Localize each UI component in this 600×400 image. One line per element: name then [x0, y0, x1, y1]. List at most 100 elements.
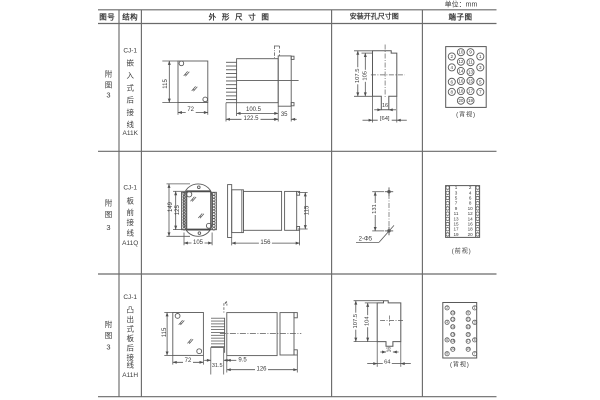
- svg-text:12: 12: [458, 59, 464, 64]
- svg-text:8: 8: [451, 89, 454, 94]
- svg-text:100.5: 100.5: [246, 107, 262, 113]
- svg-text:凸: 凸: [126, 306, 134, 315]
- svg-text:2-Φ5: 2-Φ5: [359, 236, 373, 242]
- svg-text:线: 线: [126, 360, 134, 370]
- svg-text:31.5: 31.5: [212, 363, 223, 369]
- svg-text:10: 10: [468, 206, 474, 211]
- svg-text:3: 3: [474, 320, 476, 324]
- svg-text:板: 板: [126, 333, 134, 343]
- svg-text:附: 附: [105, 70, 113, 79]
- svg-text:线: 线: [126, 227, 134, 237]
- svg-text:15: 15: [466, 333, 470, 337]
- svg-text:A11K: A11K: [122, 130, 138, 137]
- svg-text:端子图: 端子图: [449, 12, 473, 22]
- svg-text:125: 125: [175, 205, 181, 216]
- svg-text:35: 35: [281, 112, 288, 118]
- svg-text:附: 附: [105, 320, 113, 329]
- svg-text:线: 线: [126, 119, 134, 129]
- svg-text:前: 前: [126, 207, 134, 217]
- svg-text:A11Q: A11Q: [122, 240, 138, 247]
- svg-text:附: 附: [105, 199, 113, 208]
- svg-text:A11H: A11H: [122, 372, 138, 379]
- svg-text:(背视): (背视): [450, 360, 470, 368]
- svg-text:13: 13: [468, 70, 474, 75]
- svg-text:2: 2: [469, 185, 472, 190]
- svg-text:6: 6: [469, 196, 472, 201]
- svg-text:13: 13: [453, 216, 459, 221]
- svg-text:1: 1: [455, 185, 458, 190]
- svg-text:13: 13: [466, 325, 470, 329]
- svg-text:16: 16: [387, 347, 393, 353]
- svg-text:10: 10: [451, 311, 455, 315]
- svg-text:18: 18: [468, 227, 474, 232]
- svg-text:131: 131: [372, 204, 378, 214]
- svg-text:19: 19: [453, 232, 459, 237]
- svg-text:结构: 结构: [122, 12, 138, 22]
- svg-text:7: 7: [479, 89, 482, 94]
- svg-text:105: 105: [362, 71, 368, 81]
- svg-text:14: 14: [458, 69, 464, 74]
- svg-text:12: 12: [468, 211, 474, 216]
- svg-text:18: 18: [451, 339, 455, 343]
- svg-text:6: 6: [451, 79, 454, 84]
- svg-text:5: 5: [455, 196, 458, 201]
- svg-text:单位：mm: 单位：mm: [445, 0, 478, 8]
- svg-text:3: 3: [106, 223, 110, 232]
- svg-text:嵌: 嵌: [126, 59, 134, 68]
- svg-text:16: 16: [382, 103, 388, 109]
- svg-text:[64]: [64]: [380, 116, 390, 122]
- svg-text:CJ-1: CJ-1: [123, 48, 137, 55]
- svg-text:安装开孔尺寸图: 安装开孔尺寸图: [350, 12, 399, 21]
- svg-text:14: 14: [451, 325, 455, 329]
- svg-text:6: 6: [446, 338, 448, 342]
- svg-text:1: 1: [474, 306, 476, 310]
- svg-text:8: 8: [446, 352, 448, 356]
- svg-text:图号: 图号: [99, 13, 115, 22]
- svg-text:115: 115: [304, 205, 310, 215]
- svg-text:接: 接: [126, 107, 134, 117]
- svg-text:122.5: 122.5: [243, 116, 259, 122]
- svg-text:(前视): (前视): [452, 247, 472, 255]
- svg-text:入: 入: [126, 71, 134, 80]
- svg-text:11: 11: [468, 60, 473, 65]
- svg-text:1: 1: [479, 54, 482, 59]
- svg-text:104: 104: [365, 316, 371, 326]
- svg-text:15: 15: [468, 78, 474, 83]
- svg-text:式: 式: [126, 83, 134, 93]
- svg-text:105: 105: [193, 240, 204, 246]
- svg-text:7: 7: [455, 201, 458, 206]
- svg-text:15: 15: [453, 222, 459, 227]
- svg-text:3: 3: [106, 91, 110, 100]
- svg-text:外 形 尺 寸 图: 外 形 尺 寸 图: [209, 12, 271, 22]
- svg-text:20: 20: [458, 98, 464, 103]
- svg-text:12: 12: [451, 317, 455, 321]
- svg-text:16: 16: [458, 79, 464, 84]
- svg-text:8: 8: [469, 201, 472, 206]
- svg-text:式: 式: [126, 324, 134, 334]
- svg-text:19: 19: [468, 98, 474, 103]
- svg-text:107.5: 107.5: [353, 314, 359, 329]
- svg-text:9: 9: [469, 50, 472, 55]
- svg-text:3: 3: [455, 190, 458, 195]
- svg-text:9: 9: [455, 206, 458, 211]
- svg-text:126: 126: [256, 367, 267, 373]
- svg-text:后: 后: [126, 342, 134, 352]
- svg-text:3: 3: [106, 343, 110, 352]
- svg-text:156: 156: [260, 240, 271, 246]
- svg-text:115: 115: [162, 327, 168, 337]
- svg-text:9: 9: [467, 311, 469, 315]
- svg-text:5: 5: [474, 338, 476, 342]
- svg-text:107.5: 107.5: [355, 69, 361, 84]
- svg-text:9.5: 9.5: [238, 357, 247, 363]
- svg-text:3: 3: [479, 65, 482, 70]
- svg-text:16: 16: [451, 333, 455, 337]
- svg-text:接: 接: [126, 217, 134, 227]
- svg-text:图: 图: [105, 331, 113, 340]
- svg-text:20: 20: [451, 347, 455, 351]
- svg-text:图: 图: [105, 210, 113, 219]
- svg-text:20: 20: [468, 232, 474, 237]
- svg-text:17: 17: [466, 339, 470, 343]
- svg-text:149: 149: [168, 201, 174, 212]
- svg-text:115: 115: [163, 79, 169, 89]
- svg-text:板: 板: [126, 195, 134, 205]
